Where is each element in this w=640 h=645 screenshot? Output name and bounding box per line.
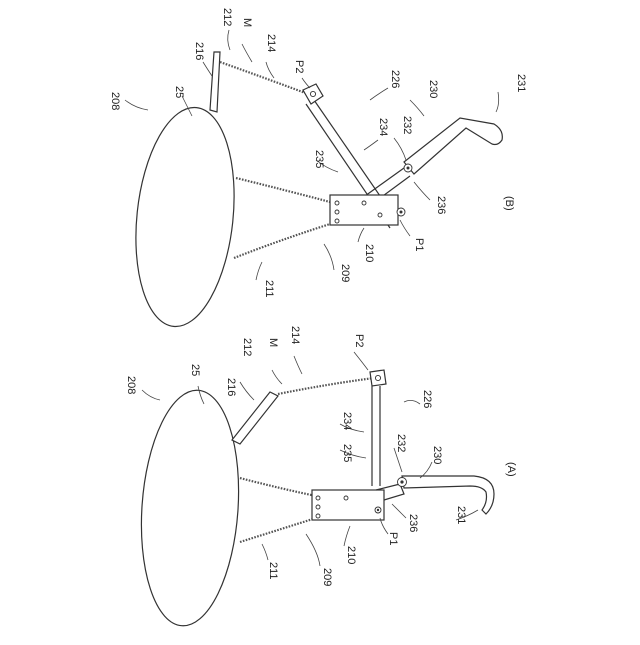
label-P2-a: P2	[353, 334, 365, 347]
pivot-p1-dot-a	[377, 509, 379, 511]
pin-p2-b	[310, 91, 315, 96]
bracket-210-b	[330, 195, 398, 225]
label-232-a: 232	[395, 434, 407, 452]
label-211-a: 211	[267, 562, 279, 580]
label-208-b: 208	[109, 92, 121, 110]
labels-a: 208 25 216 212 M 214 P2 226 234 235 232 …	[125, 326, 517, 586]
label-216-a: 216	[225, 378, 237, 396]
seat-disc-b	[126, 103, 244, 332]
label-226-b: 226	[389, 70, 401, 88]
label-25-a: 25	[189, 364, 201, 376]
label-230-b: 230	[427, 80, 439, 98]
chain-lower-a	[240, 518, 316, 542]
handlebar-230-b	[404, 118, 502, 174]
label-226-a: 226	[421, 390, 433, 408]
leader-lines-a	[142, 352, 478, 566]
handlebar-230-a	[402, 476, 494, 514]
pivot-232-dot-a	[400, 480, 403, 483]
pin-p2-a	[375, 375, 380, 380]
label-P2-b: P2	[293, 60, 305, 73]
labels-b: 208 25 216 212 M 214 P2 226 230 231 232 …	[109, 8, 527, 298]
hole-3-b	[335, 219, 339, 223]
hole-2-a	[316, 505, 320, 509]
label-211-b: 211	[263, 280, 275, 298]
hole-2-b	[335, 210, 339, 214]
pivot-p1-dot-b	[400, 211, 403, 214]
label-209-a: 209	[321, 568, 333, 586]
label-234-a: 234	[341, 412, 353, 430]
label-208-a: 208	[125, 376, 137, 394]
label-M-b: M	[241, 18, 253, 27]
chain-212-a	[278, 378, 374, 394]
label-210-a: 210	[345, 546, 357, 564]
leader-lines-b	[125, 30, 499, 280]
label-209-b: 209	[339, 264, 351, 282]
hole-1-a	[316, 496, 320, 500]
label-236-a: 236	[407, 514, 419, 532]
figure-a: 208 25 216 212 M 214 P2 226 234 235 232 …	[125, 326, 517, 629]
chain-upper-b	[236, 178, 330, 202]
label-212-b: 212	[221, 8, 233, 26]
label-25-b: 25	[173, 86, 185, 98]
label-232-b: 232	[401, 116, 413, 134]
hole-4-a	[344, 496, 348, 500]
label-P1-a: P1	[387, 532, 399, 545]
pivot-232-dot-b	[407, 167, 410, 170]
label-212-a: 212	[241, 338, 253, 356]
caption-a: (A)	[505, 462, 517, 477]
hole-3-a	[316, 514, 320, 518]
caption-b: (B)	[503, 196, 515, 211]
label-210-b: 210	[363, 244, 375, 262]
label-M-a: M	[267, 338, 279, 347]
handle-216-b	[210, 52, 220, 112]
chain-lower-b	[234, 224, 330, 258]
label-236-b: 236	[435, 196, 447, 214]
label-231-a: 231	[455, 506, 467, 524]
handle-216-a	[232, 392, 278, 444]
label-235-a: 235	[341, 444, 353, 462]
label-231-b: 231	[515, 74, 527, 92]
chain-upper-a	[240, 478, 316, 496]
bracket-210-a	[312, 490, 384, 520]
label-214-b: 214	[265, 34, 277, 52]
label-234-b: 234	[377, 118, 389, 136]
label-214-a: 214	[289, 326, 301, 344]
label-230-a: 230	[431, 446, 443, 464]
hole-5-b	[378, 213, 382, 217]
label-P1-b: P1	[413, 238, 425, 251]
hole-1-b	[335, 201, 339, 205]
label-235-b: 235	[313, 150, 325, 168]
label-216-b: 216	[193, 42, 205, 60]
seat-disc-a	[134, 387, 246, 629]
figure-b: 208 25 216 212 M 214 P2 226 230 231 232 …	[109, 8, 527, 331]
hole-4-b	[362, 201, 366, 205]
